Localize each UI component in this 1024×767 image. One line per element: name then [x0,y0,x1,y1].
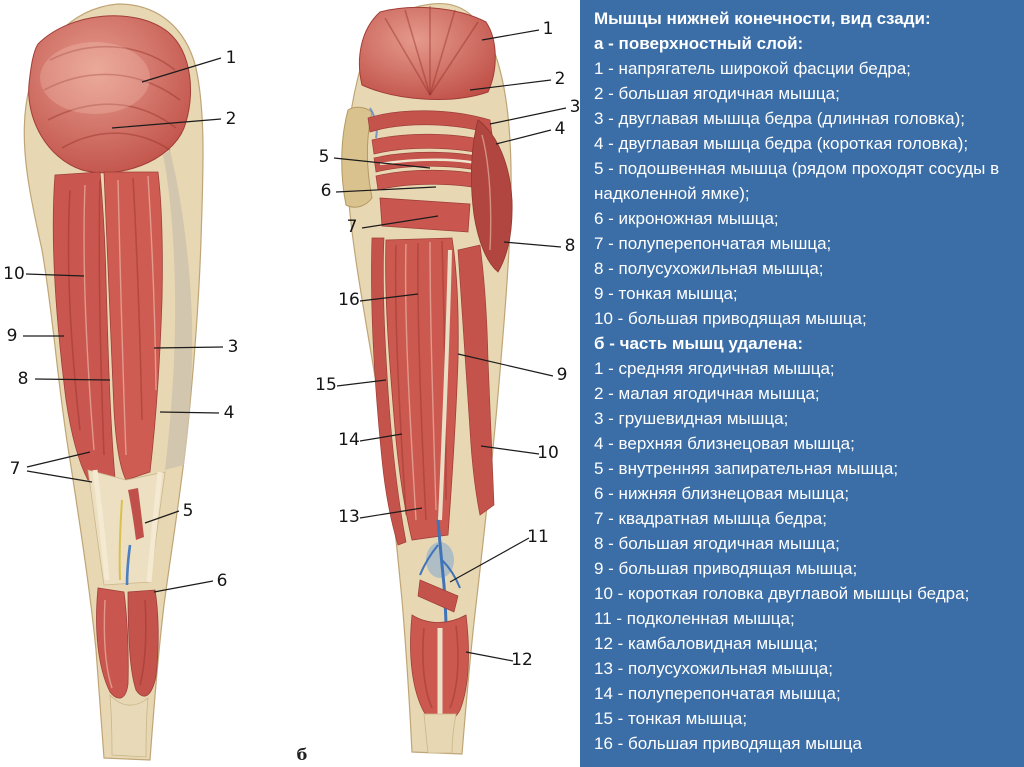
legend-item: 13 - полусухожильная мышца; [594,659,833,678]
legend-item: 14 - полуперепончатая мышца; [594,684,841,703]
legend-item: 5 - подошвенная мышца (рядом проходят со… [594,159,1000,203]
figure-a-label: 10 [3,264,25,284]
figure-a-label: 5 [183,501,194,521]
figure-b-label: 9 [557,365,568,385]
legend-item: 9 - большая приводящая мышца; [594,559,858,578]
legend-item: 4 - верхняя близнецовая мышца; [594,434,855,453]
figure-b-labels: 1 2 3 4 5 6 7 8 16 15 14 13 9 10 11 12 б [297,19,580,764]
legend-item: 2 - малая ягодичная мышца; [594,384,820,403]
legend-section-b-heading: б - часть мышц удалена: [594,334,804,353]
legend-item: 10 - короткая головка двуглавой мышцы бе… [594,584,970,603]
legend-item: 10 - большая приводящая мышца; [594,309,867,328]
figure-a-label: 1 [226,48,237,68]
figure-b-leader-lines [333,29,567,662]
legend-section-a-heading: а - поверхностный слой: [594,34,804,53]
anatomy-illustration: 1 2 10 9 8 3 4 7 5 6 [3,2,580,764]
legend-item: 16 - большая приводящая мышца [594,734,862,753]
legend-item: 15 - тонкая мышца; [594,709,748,728]
legend-item: 6 - икроножная мышца; [594,209,779,228]
legend-item: 7 - квадратная мышца бедра; [594,509,827,528]
legend-item: 1 - средняя ягодичная мышца; [594,359,835,378]
legend-item: 2 - большая ягодичная мышца; [594,84,840,103]
legend-item: 5 - внутренняя запирательная мышца; [594,459,899,478]
figure-b-label: 5 [319,147,330,167]
legend-item: 8 - большая ягодичная мышца; [594,534,840,553]
figure-b-label: 6 [321,181,332,201]
figure-a-label: 7 [10,459,21,479]
figure-b-label: 4 [555,119,566,139]
figure-b-label: 3 [570,97,580,117]
figure-b-caption: б [297,745,308,764]
figure-b-label: 10 [537,443,559,463]
legend-item: 6 - нижняя близнецовая мышца; [594,484,850,503]
figure-b-label: 13 [338,507,360,527]
legend-item: 3 - грушевидная мышца; [594,409,789,428]
legend-item: 4 - двуглавая мышца бедра (короткая голо… [594,134,969,153]
figure-b-label: 2 [555,69,566,89]
figure-b-label: 14 [338,430,360,450]
figure-b-label: 15 [315,375,337,395]
figure-a-label: 9 [7,326,18,346]
figure-a-label: 8 [18,369,29,389]
figure-a-label: 4 [224,403,235,423]
figure-b-label: 7 [347,217,358,237]
figure-a-label: 2 [226,109,237,129]
figure-b-label: 16 [338,290,360,310]
figure-b-label: 11 [527,527,549,547]
legend-item: 12 - камбаловидная мышца; [594,634,818,653]
figure-a-leader-lines [23,57,224,593]
legend-item: 7 - полуперепончатая мышца; [594,234,832,253]
legend-title: Мышцы нижней конечности, вид сзади: [594,9,931,28]
figure-a-illustration [23,3,204,761]
legend-item: 1 - напрягатель широкой фасции бедра; [594,59,911,78]
figure-a-label: 3 [228,337,239,357]
legend-item: 9 - тонкая мышца; [594,284,738,303]
figure-b-label: 8 [565,236,576,256]
legend-item: 11 - подколенная мышца; [594,609,795,628]
figure-b-label: 1 [543,19,554,39]
figure-b-label: 12 [511,650,533,670]
legend-item: 8 - полусухожильная мышца; [594,259,824,278]
figure-a-labels: 1 2 10 9 8 3 4 7 5 6 [3,48,238,591]
legend-item: 3 - двуглавая мышца бедра (длинная голов… [594,109,966,128]
figure-a-label: 6 [217,571,228,591]
figure-b-illustration [341,2,513,755]
legend-panel: Мышцы нижней конечности, вид сзади: а - … [580,0,1024,767]
